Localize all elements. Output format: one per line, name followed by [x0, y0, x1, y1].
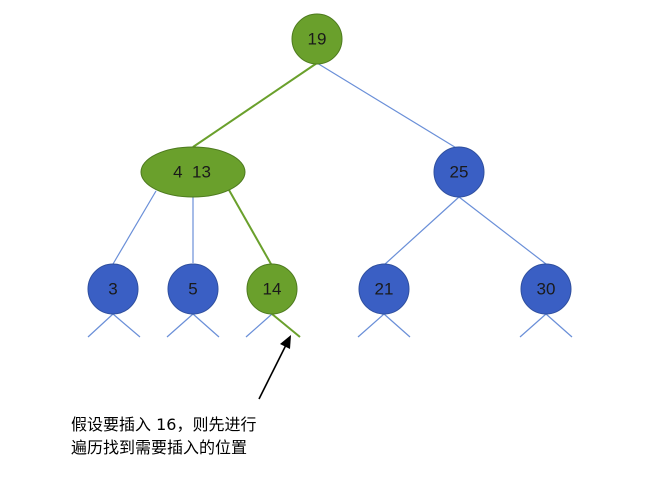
leaf-node-5: 5 — [167, 263, 219, 315]
internal-node-4-13-label: 4 13 — [173, 163, 211, 182]
pointer-arrow — [258, 335, 291, 400]
leaf-node-21-label: 21 — [375, 280, 394, 299]
edge-25-to-30 — [458, 196, 547, 265]
leaf-node-3-label: 3 — [108, 280, 117, 299]
annotation-line-1: 假设要插入 16，则先进行 — [71, 415, 256, 434]
regular-edges — [87, 62, 573, 338]
leaf-node-30-label: 30 — [537, 280, 556, 299]
internal-node-4-13: 4 13 — [140, 146, 246, 198]
null-stub-21-right — [383, 313, 411, 338]
null-stub-21-left — [357, 313, 385, 338]
edge-14-to-insert-position — [271, 313, 301, 338]
leaf-node-30: 30 — [520, 263, 572, 315]
null-stub-14-left — [245, 313, 273, 338]
leaf-node-14: 14 — [246, 263, 298, 315]
null-stub-3-left — [87, 313, 114, 338]
null-stub-5-right — [192, 313, 220, 338]
search-path-edges — [192, 62, 318, 338]
edge-root-to-25 — [316, 62, 459, 150]
leaf-node-14-label: 14 — [263, 280, 282, 299]
leaf-node-3: 3 — [87, 263, 139, 315]
annotation-line-2: 遍历找到需要插入的位置 — [71, 438, 247, 457]
edge-4-13-to-3 — [112, 190, 157, 265]
internal-node-25-label: 25 — [450, 163, 469, 182]
leaf-node-5-label: 5 — [188, 280, 197, 299]
leaf-node-21: 21 — [358, 263, 410, 315]
edge-4-13-to-14 — [228, 189, 272, 265]
internal-node-25: 25 — [433, 146, 485, 198]
null-stub-30-left — [519, 313, 547, 338]
null-stub-3-right — [112, 313, 141, 338]
null-stub-5-left — [166, 313, 194, 338]
null-stub-30-right — [545, 313, 573, 338]
edge-root-to-4-13 — [192, 62, 318, 148]
root-node-label: 19 — [308, 30, 327, 49]
edge-25-to-21 — [383, 196, 460, 266]
root-node: 19 — [291, 13, 343, 65]
